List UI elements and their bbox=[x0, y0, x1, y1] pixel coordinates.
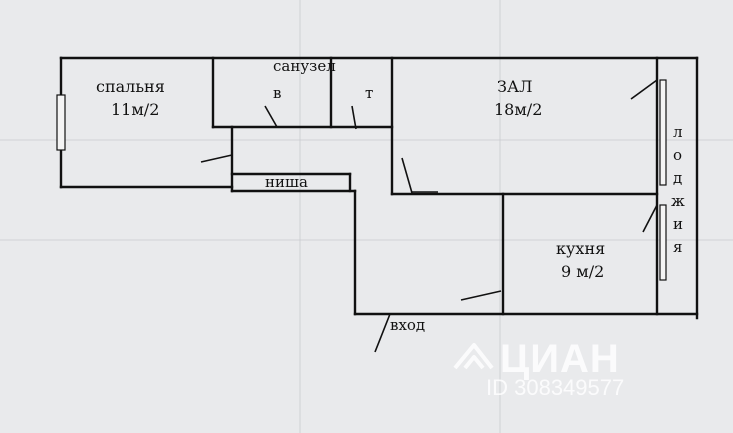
loggia-letter: д bbox=[673, 169, 682, 187]
windows bbox=[56, 79, 667, 281]
niche-label: ниша bbox=[265, 173, 308, 191]
hall-door bbox=[401, 157, 413, 194]
toilet-label: т bbox=[365, 84, 373, 102]
bathroom-name: санузел bbox=[273, 57, 336, 75]
loggia-door-1 bbox=[630, 79, 658, 100]
kitchen-window bbox=[659, 204, 667, 281]
watermark-brand: ЦИАН bbox=[500, 337, 620, 381]
kitchen-area: 9 м/2 bbox=[561, 262, 604, 281]
bath-door bbox=[264, 105, 278, 128]
watermark-id: ID 308349577 bbox=[486, 375, 624, 400]
bedroom-name: спальня bbox=[96, 77, 165, 96]
toilet-door bbox=[351, 105, 357, 130]
loggia-letter: и bbox=[673, 215, 683, 233]
kitchen-door bbox=[460, 290, 502, 301]
loggia-letter: о bbox=[673, 146, 682, 164]
loggia-letter: ж bbox=[671, 192, 685, 210]
bedroom-window bbox=[56, 94, 66, 151]
bath-label: в bbox=[273, 84, 281, 102]
hall-window bbox=[659, 79, 667, 186]
kitchen-name: кухня bbox=[556, 239, 605, 258]
bedroom-door bbox=[200, 154, 233, 163]
cian-logo-icon bbox=[453, 343, 494, 370]
loggia-letter: я bbox=[673, 238, 682, 256]
cian-watermark: ЦИАН ID 308349577 bbox=[453, 337, 624, 400]
loggia-door-2 bbox=[642, 204, 658, 233]
loggia-letter: л bbox=[673, 123, 683, 141]
walls bbox=[59, 56, 699, 320]
hall-area: 18м/2 bbox=[494, 100, 542, 119]
hall-name: ЗАЛ bbox=[497, 77, 532, 96]
entrance-label: вход bbox=[390, 316, 425, 334]
bedroom-area: 11м/2 bbox=[111, 100, 159, 119]
doors bbox=[200, 79, 658, 353]
entrance-door bbox=[374, 313, 391, 353]
loggia-label: л о д ж и я bbox=[671, 123, 685, 256]
